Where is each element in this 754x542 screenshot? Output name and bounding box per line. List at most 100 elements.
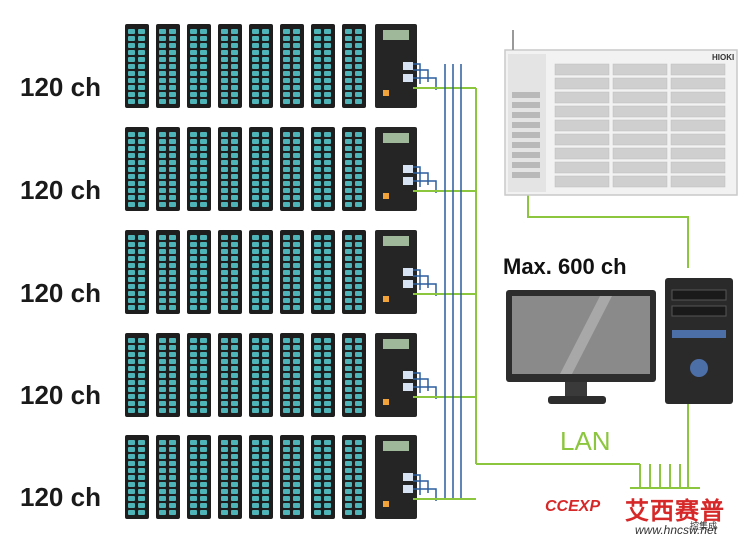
channel-slot (670, 91, 726, 104)
measurement-module (280, 127, 304, 211)
watermark-url: www.hncsw.net (635, 523, 718, 537)
led (383, 193, 389, 199)
drive-bay (671, 305, 727, 317)
pc-tower (665, 278, 733, 404)
watermark-logo: CCEXP (545, 498, 601, 515)
channel-slot (554, 161, 610, 174)
controller-unit (375, 24, 417, 108)
port (403, 177, 413, 185)
logger-row-5 (125, 435, 476, 519)
signal-wire (413, 488, 437, 501)
row-label-3: 120 ch (20, 278, 101, 308)
charge-discharge-system: HIOKI (504, 30, 738, 196)
lan-label: LAN (560, 426, 611, 456)
measurement-module (311, 435, 335, 519)
measurement-module (156, 435, 180, 519)
channel-slot (612, 77, 668, 90)
channel-slot (670, 105, 726, 118)
logger-row-3 (125, 230, 476, 314)
max-channels-title: Max. 600 ch (503, 254, 627, 279)
measurement-module (249, 333, 273, 417)
measurement-module (218, 127, 242, 211)
measurement-module (187, 24, 211, 108)
channel-slot (554, 133, 610, 146)
channel-slot (612, 105, 668, 118)
led (383, 296, 389, 302)
pc-monitor (506, 290, 656, 404)
monitor-base (548, 396, 606, 404)
measurement-module (125, 435, 149, 519)
measurement-module (218, 435, 242, 519)
channel-slot (554, 119, 610, 132)
channel-slot (554, 175, 610, 188)
measurement-module (311, 333, 335, 417)
port (403, 371, 413, 379)
controller-unit (375, 435, 417, 519)
row-label-5: 120 ch (20, 482, 101, 512)
channel-slot (670, 119, 726, 132)
channel-slot (612, 91, 668, 104)
channel-slot (670, 175, 726, 188)
measurement-module (125, 230, 149, 314)
measurement-module (156, 230, 180, 314)
controller-unit (375, 230, 417, 314)
measurement-module (342, 24, 366, 108)
measurement-module (125, 127, 149, 211)
measurement-module (311, 127, 335, 211)
channel-slot (670, 147, 726, 160)
port (403, 62, 413, 70)
row-label-4: 120 ch (20, 380, 101, 410)
row-label-2: 120 ch (20, 175, 101, 205)
power-button (690, 359, 708, 377)
logger-row-2 (125, 127, 476, 211)
measurement-module (311, 24, 335, 108)
controller-unit (375, 333, 417, 417)
measurement-module (342, 435, 366, 519)
measurement-module (280, 333, 304, 417)
measurement-module (125, 333, 149, 417)
channel-slot (554, 77, 610, 90)
signal-wire (413, 180, 437, 193)
measurement-module (218, 24, 242, 108)
measurement-module (156, 24, 180, 108)
measurement-module (249, 435, 273, 519)
measurement-module (187, 230, 211, 314)
drive-bay (671, 289, 727, 301)
port (403, 383, 413, 391)
measurement-module (249, 24, 273, 108)
channel-slot (554, 147, 610, 160)
lcd-display (383, 339, 409, 349)
controller-unit (375, 127, 417, 211)
measurement-module (187, 333, 211, 417)
lcd-display (383, 441, 409, 451)
measurement-module (187, 435, 211, 519)
channel-slot (612, 63, 668, 76)
logger-row-4 (125, 333, 476, 417)
logger-row-1 (125, 24, 476, 108)
measurement-module (280, 24, 304, 108)
power-bar (672, 330, 726, 338)
port (403, 165, 413, 173)
lcd-display (383, 30, 409, 40)
channel-slot (554, 105, 610, 118)
port (403, 74, 413, 82)
monitor-neck (565, 382, 587, 396)
measurement-module (280, 230, 304, 314)
port (403, 485, 413, 493)
channel-slot (554, 63, 610, 76)
port (403, 473, 413, 481)
measurement-module (342, 127, 366, 211)
measurement-module (218, 230, 242, 314)
channel-slot (612, 175, 668, 188)
watermark-chinese: 艾西赛普 (625, 497, 725, 525)
channel-slot (612, 147, 668, 160)
measurement-module (218, 333, 242, 417)
charger-link (527, 195, 689, 268)
port (403, 280, 413, 288)
channel-slot (670, 133, 726, 146)
measurement-module (342, 333, 366, 417)
channel-slot (612, 133, 668, 146)
channel-slot (612, 119, 668, 132)
led (383, 399, 389, 405)
